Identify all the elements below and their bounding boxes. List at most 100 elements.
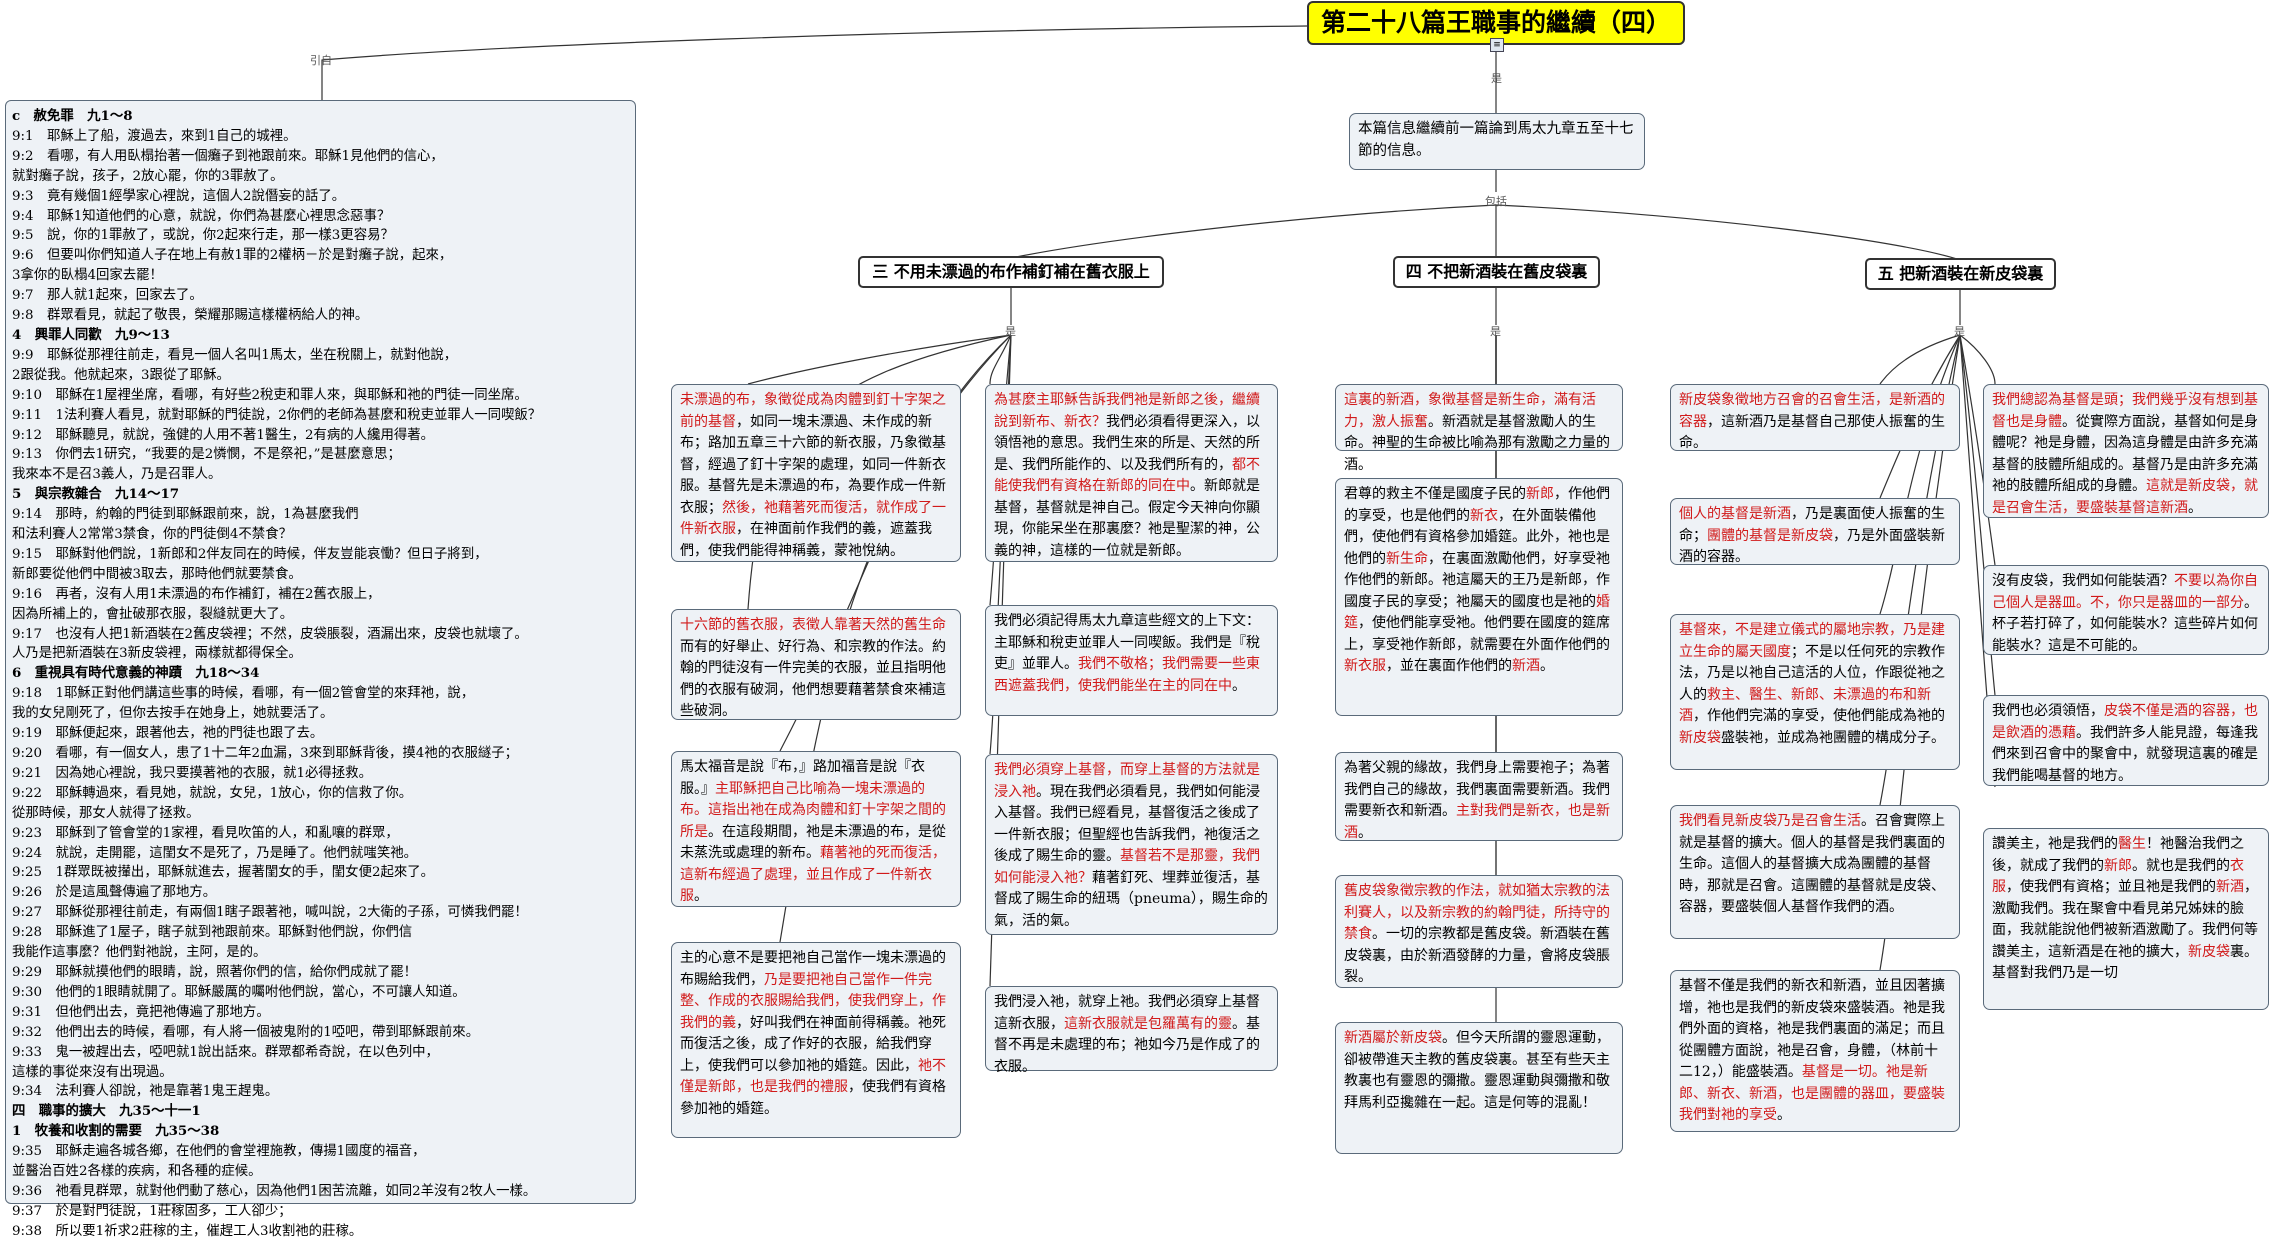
label-is-s3: 是 <box>1005 325 1016 338</box>
body-text: 我們也必須領悟， <box>1992 703 2104 719</box>
outline-line: 9:12 耶穌聽見，就說，強健的人用不著1醫生，2有病的人纔用得著。 <box>12 427 435 443</box>
section-5-title[interactable]: 五 把新酒裝在新皮袋裏 <box>1865 258 2056 290</box>
outline-line: 9:8 群眾看見，就起了敬畏，榮耀那賜這樣權柄給人的神。 <box>12 308 369 324</box>
node-s5-new-wineskins[interactable]: 新皮袋象徵地方召會的召會生活，是新酒的容器，這新酒乃是基督自己那使人振奮的生命。 <box>1670 384 1960 451</box>
highlight-text: 不要以為你自己個人是器皿。不，你只是器皿的一部分 <box>1992 573 2258 611</box>
body-text: ，使他們能享受祂。他們要在國度的筵席上，享受祂作新郎，就需要在外面作他們的 <box>1344 615 1610 653</box>
body-text: 。基督不再是未處理的布；祂如今乃是作成了的衣服。 <box>994 1015 1260 1075</box>
node-text: 為著父親的緣故，我們身上需要袍子；為著我們自己的緣故，我們裏面需要新酒。我們需要… <box>1344 758 1614 844</box>
node-text: 這裏的新酒，象徵基督是新生命，滿有活力，激人振奮。新酒就是基督激勵人的生命。神聖… <box>1344 390 1614 476</box>
node-s3-robe[interactable]: 主的心意不是要把祂自己當作一塊未漂過的布賜給我們，乃是要把祂自己當作一件完整、作… <box>671 942 961 1138</box>
node-s4-royal-savior[interactable]: 君尊的救主不僅是國度子民的新郎，作他們的享受，也是他們的新衣，在外面裝備他們，使… <box>1335 478 1623 716</box>
body-text: 我們必須看得更深入，以領悟祂的意思。我們生來的所是、天然的所是、我們所能作的、以… <box>994 413 1260 473</box>
body-text: 。新酒就是基督激勵人的生命。神聖的生命被比喻為那有激勵之力量的酒。 <box>1344 413 1610 473</box>
outline-line: 9:33 鬼一被趕出去，啞吧就1說出話來。群眾都希奇說，在以色列中， <box>12 1044 439 1060</box>
outline-line: 9:10 耶穌在1屋裡坐席，看哪，有好些2稅吏和罪人來，與耶穌和祂的門徒一同坐席… <box>12 387 528 403</box>
highlight-text: 新衣 <box>1470 507 1498 524</box>
node-s4-old-wineskins[interactable]: 舊皮袋象徵宗教的作法，就如猶太宗教的法利賽人，以及新宗教的約翰門徒，所持守的禁食… <box>1335 875 1623 988</box>
outline-line: 9:24 就說，走開罷，這閨女不是死了，乃是睡了。他們就嗤笑祂。 <box>12 845 418 861</box>
node-s5-vessel-part[interactable]: 沒有皮袋，我們如何能裝酒？不要以為你自己個人是器皿。不，你只是器皿的一部分。杯子… <box>1983 565 2269 655</box>
outline-line: 9:27 耶穌從那裡往前走，有兩個1瞎子跟著祂，喊叫說，2大衛的子孫，可憐我們罷… <box>12 905 528 921</box>
node-s3-bridegroom[interactable]: 為甚麼主耶穌告訴我們祂是新郎之後，繼續說到新布、新衣？我們必須看得更深入，以領悟… <box>985 384 1278 562</box>
highlight-text: 這新衣服就是包羅萬有的靈 <box>1064 1015 1232 1032</box>
body-text: 讚美主，祂是我們的 <box>1992 836 2118 852</box>
node-text: 舊皮袋象徵宗教的作法，就如猶太宗教的法利賽人，以及新宗教的約翰門徒，所持守的禁食… <box>1344 881 1614 989</box>
outline-line: 9:6 但要叫你們知道人子在地上有赦1罪的2權柄－於是對癱子說，起來， <box>12 248 453 264</box>
outline-line: 9:23 耶穌到了管會堂的1家裡，看見吹笛的人，和亂嚷的群眾， <box>12 825 399 841</box>
outline-line: 人乃是把新酒裝在3新皮袋裡，兩樣就都得保全。 <box>12 646 302 662</box>
node-text: 新酒屬於新皮袋。但今天所謂的靈恩運動，卻被帶進天主教的舊皮袋裏。甚至有些天主教裏… <box>1344 1028 1614 1114</box>
node-text: 讚美主，祂是我們的醫生！祂醫治我們之後，就成了我們的新郎。就也是我們的衣服，使我… <box>1992 834 2260 985</box>
node-s3-cloth-vs-garment[interactable]: 馬太福音是說『布，』路加福音是說『衣服。』主耶穌把自己比喻為一塊未漂過的布。這指… <box>671 751 961 907</box>
highlight-text: 新皮袋 <box>2188 943 2230 960</box>
highlight-text: 新酒屬於新皮袋 <box>1344 1030 1442 1046</box>
outline-line: 9:4 耶穌1知道他們的心意，就說，你們為甚麼心裡思念惡事？ <box>12 208 391 224</box>
outline-line: 9:34 法利賽人卻說，祂是靠著1鬼王趕鬼。 <box>12 1084 279 1100</box>
node-s5-drinking-means[interactable]: 我們也必須領悟，皮袋不僅是酒的容器，也是飲酒的憑藉。我們許多人能見證，每逢我們來… <box>1983 695 2269 786</box>
highlight-text: 未漂過的布，象徵從成為肉體到釘十字架之前的基督 <box>680 392 946 430</box>
outline-line: 9:19 耶穌便起來，跟著他去，祂的門徒也跟了去。 <box>12 726 324 742</box>
outline-line: 9:20 看哪，有一個女人，患了1十二年2血漏，3來到耶穌背後，摸4祂的衣服繸子… <box>12 746 519 761</box>
note-icon[interactable]: ≡ <box>1490 38 1504 52</box>
node-text: 新皮袋象徵地方召會的召會生活，是新酒的容器，這新酒乃是基督自己那使人振奮的生命。 <box>1679 390 1951 455</box>
body-text: 。就也是我們的 <box>2132 857 2230 874</box>
highlight-text: 基督來，不是建立儀式的屬地宗教，乃是建立生命的屬天國度 <box>1679 622 1945 660</box>
highlight-text: 基督若不是那靈，我們如何能浸入祂？ <box>994 848 1260 886</box>
outline-line: 並醫治百姓2各樣的疾病，和各種的症候。 <box>12 1164 262 1180</box>
node-text: 我們也必須領悟，皮袋不僅是酒的容器，也是飲酒的憑藉。我們許多人能見證，每逢我們來… <box>1992 701 2260 787</box>
body-text: 。一切的宗教都是舊皮袋。新酒裝在舊皮袋裏，由於新酒發酵的力量，會將皮袋脹裂。 <box>1344 926 1610 985</box>
node-s3-old-garment[interactable]: 十六節的舊衣服，表徵人靠著天然的舊生命而有的好舉止、好行為、和宗教的作法。約翰的… <box>671 609 961 720</box>
body-text: ，激勵我們。我在聚會中看見弟兄姊妹的臉面，我就能說他們被新酒激勵了。我們何等讚美… <box>1992 879 2258 960</box>
outline-line: 9:37 於是對門徒說，1莊稼固多，工人卻少； <box>12 1203 292 1219</box>
node-s5-christ-is-all[interactable]: 基督不僅是我們的新衣和新酒，並且因著擴增，祂也是我們的新皮袋來盛裝酒。祂是我們外… <box>1670 970 1960 1132</box>
node-text: 主的心意不是要把祂自己當作一塊未漂過的布賜給我們，乃是要把祂自己當作一件完整、作… <box>680 948 952 1120</box>
highlight-text: 新酒 <box>2216 879 2244 895</box>
label-includes: 包括 <box>1485 195 1507 208</box>
node-s4-charismatic[interactable]: 新酒屬於新皮袋。但今天所謂的靈恩運動，卻被帶進天主教的舊皮袋裏。甚至有些天主教裏… <box>1335 1022 1623 1154</box>
node-s3-all-inclusive-spirit[interactable]: 我們浸入祂，就穿上祂。我們必須穿上基督這新衣服，這新衣服就是包羅萬有的靈。基督不… <box>985 986 1278 1075</box>
node-s5-church-life[interactable]: 我們看見新皮袋乃是召會生活。召會實際上就是基督的擴大。個人的基督是我們裏面的生命… <box>1670 805 1960 939</box>
section-4-title[interactable]: 四 不把新酒裝在舊皮袋裏 <box>1393 256 1600 288</box>
highlight-text: 這就是新皮袋，就是召會生活，要盛裝基督這新酒 <box>1992 478 2258 516</box>
node-s3-context[interactable]: 我們必須記得馬太九章這些經文的上下文：主耶穌和稅吏並罪人一同喫飯。我們是『稅吏』… <box>985 605 1278 716</box>
body-text: 。召會實際上就是基督的擴大。個人的基督是我們裏面的生命。這個人的基督擴大成為團體… <box>1679 813 1945 915</box>
highlight-text: 為甚麼主耶穌告訴我們祂是新郎之後，繼續說到新布、新衣？ <box>994 392 1260 430</box>
intro-node[interactable]: 本篇信息繼續前一篇論到馬太九章五至十七節的信息。 <box>1349 113 1645 170</box>
node-s3-unbleached-cloth[interactable]: 未漂過的布，象徵從成為肉體到釘十字架之前的基督，如同一塊未漂過、未作成的新布；路… <box>671 384 961 562</box>
body-text: ，作他們的享受，也是他們的 <box>1344 486 1610 524</box>
highlight-text: 藉著祂的死而復活，這新布經過了處理，並且作成了一件新衣服 <box>680 845 946 904</box>
body-text: 。在這段期間，祂是未漂過的布，是從未蒸洗或處理的新布。 <box>680 823 946 862</box>
node-s3-put-on-christ[interactable]: 我們必須穿上基督，而穿上基督的方法就是浸入祂。現在我們必須看見，我們如何能浸入基… <box>985 754 1278 935</box>
body-text: 。 <box>1358 824 1372 841</box>
highlight-text: 乃是要把祂自己當作一件完整、作成的衣服賜給我們，使我們穿上，作我們的義 <box>680 971 946 1031</box>
node-s5-praise-lord[interactable]: 讚美主，祂是我們的醫生！祂醫治我們之後，就成了我們的新郎。就也是我們的衣服，使我… <box>1983 828 2269 1010</box>
root-title[interactable]: 第二十八篇王職事的繼續（四） <box>1307 1 1685 45</box>
outline-line: 9:2 看哪，有人用臥榻抬著一個癱子到祂跟前來。耶穌1見他們的信心， <box>12 148 444 164</box>
outline-line: 和法利賽人2常常3禁食，你的門徒倒4不禁食？ <box>12 527 292 543</box>
body-text: 。從實際方面說，基督如何是身體呢？祂是身體，因為這身體是由許多充滿基督的肢體所組… <box>1992 413 2258 495</box>
node-s4-robe-and-wine[interactable]: 為著父親的緣故，我們身上需要袍子；為著我們自己的緣故，我們裏面需要新酒。我們需要… <box>1335 752 1623 841</box>
outline-heading: 四 職事的擴大 九35～十一1 <box>12 1103 201 1120</box>
outline-line: 9:28 耶穌進了1屋子，瞎子就到祂跟前來。耶穌對他們說，你們信 <box>12 925 413 941</box>
node-s5-christ-body[interactable]: 我們總認為基督是頭；我們幾乎沒有想到基督也是身體。從實際方面說，基督如何是身體呢… <box>1983 384 2269 518</box>
outline-line: 9:38 所以要1祈求2莊稼的主，催趕工人3收割祂的莊稼。 <box>12 1223 363 1239</box>
body-text: ，在外面裝備他們，使他們有資格參加婚筵。此外，祂也是他們的 <box>1344 507 1610 567</box>
highlight-text: 個人的基督是新酒 <box>1679 506 1791 522</box>
node-s5-heavenly-kingdom[interactable]: 基督來，不是建立儀式的屬地宗教，乃是建立生命的屬天國度；不是以任何死的宗教作法，… <box>1670 614 1960 770</box>
body-text: ，並在裏面作他們的 <box>1386 658 1512 674</box>
node-text: 沒有皮袋，我們如何能裝酒？不要以為你自己個人是器皿。不，你只是器皿的一部分。杯子… <box>1992 571 2260 657</box>
section-3-title[interactable]: 三 不用未漂過的布作補釘補在舊衣服上 <box>858 256 1164 288</box>
node-s4-new-wine[interactable]: 這裏的新酒，象徵基督是新生命，滿有活力，激人振奮。新酒就是基督激勵人的生命。神聖… <box>1335 384 1623 473</box>
highlight-text: 新衣服 <box>1344 658 1386 674</box>
node-text: 個人的基督是新酒，乃是裏面使人振奮的生命；團體的基督是新皮袋，乃是外面盛裝新酒的… <box>1679 504 1951 569</box>
highlight-text: 醫生 <box>2118 836 2146 852</box>
highlight-text: 婚筵 <box>1344 593 1610 632</box>
label-is-s5: 是 <box>1954 325 1965 338</box>
highlight-text: 我們必須穿上基督，而穿上基督的方法就是浸入祂 <box>994 762 1260 800</box>
node-s5-individual-corporate[interactable]: 個人的基督是新酒，乃是裏面使人振奮的生命；團體的基督是新皮袋，乃是外面盛裝新酒的… <box>1670 498 1960 565</box>
outline-line: 9:14 那時，約翰的門徒到耶穌跟前來，說，1為甚麼我們 <box>12 507 359 523</box>
highlight-text: 舊皮袋象徵宗教的作法，就如猶太宗教的法利賽人，以及新宗教的約翰門徒，所持守的禁食 <box>1344 883 1610 942</box>
body-text: ，在裏面激勵他們，好享受祂作他們的新郎。祂這屬天的王乃是新郎，作國度子民的享受；… <box>1344 550 1610 610</box>
node-text: 我們必須穿上基督，而穿上基督的方法就是浸入祂。現在我們必須看見，我們如何能浸入基… <box>994 760 1269 932</box>
